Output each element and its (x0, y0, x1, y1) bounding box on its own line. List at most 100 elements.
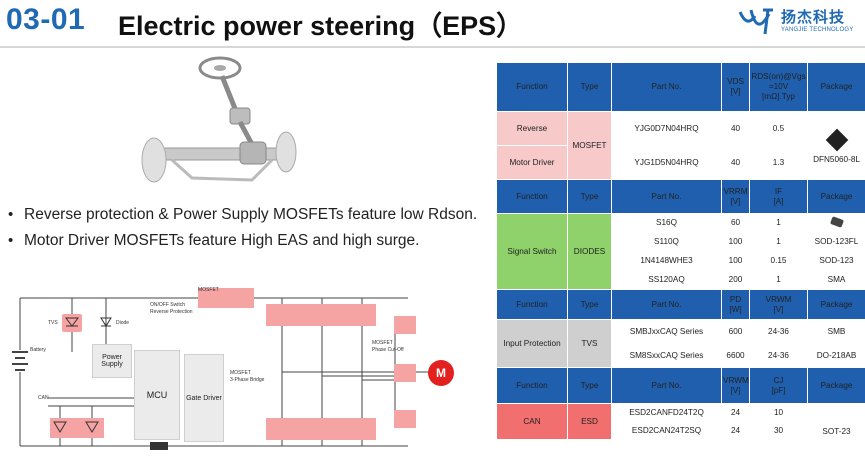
package-cell: DO-218AB (807, 343, 865, 368)
bridge-3phase-label: 3-Phase Bridge (230, 377, 265, 383)
package-cell: SMB (807, 319, 865, 344)
phase-cutoff-highlight (394, 410, 416, 428)
feature-bullets: Reverse protection & Power Supply MOSFET… (6, 202, 486, 254)
header-part-no: Part No. (611, 62, 722, 112)
part-cell: SM8SxxCAQ Series (611, 343, 722, 368)
header-function: Function (496, 289, 568, 320)
type-cell: ESD (567, 403, 612, 440)
part-cell: SS120AQ (611, 270, 722, 290)
rds-unit: [mΩ].Typ (762, 92, 795, 101)
header-part-no: Part No. (611, 367, 722, 404)
diode-icon (100, 317, 112, 327)
package-cell: SOD-123 (807, 251, 865, 271)
vds-unit: [V] (730, 87, 741, 96)
table-row: S110Q 100 1 SOD-123FL (497, 232, 865, 252)
function-cell: Input Protection (496, 319, 568, 368)
value-cell: 24-36 (749, 343, 808, 368)
header-package: Package (807, 367, 865, 404)
bridge-high-side-highlight (266, 304, 376, 326)
pd-unit: [W] (729, 304, 742, 314)
header-part-no: Part No. (611, 289, 722, 320)
tvs-label: TVS (48, 320, 58, 326)
logo-text-en: YANGJIE TECHNOLOGY (781, 27, 854, 33)
table-row: SM8SxxCAQ Series 6600 24-36 DO-218AB (497, 343, 865, 368)
table-header-row: Function Type Part No. VRWM[V] CJ[pF] Pa… (496, 367, 865, 404)
cj-label: CJ (773, 375, 784, 385)
header-function: Function (496, 62, 568, 112)
table-row: Input Protection TVS SMBJxxCAQ Series 60… (496, 319, 865, 368)
mosfet-cutoff-label: MOSFET (372, 340, 393, 346)
diode-label: Diode (116, 320, 130, 326)
bullet-item: Reverse protection & Power Supply MOSFET… (6, 202, 486, 228)
package-cell: SMA (807, 270, 865, 290)
type-cell: MOSFET (567, 111, 612, 180)
value-cell: 24 (721, 421, 750, 440)
vrwm-unit: [V] (773, 304, 784, 314)
vrwm-unit: [V] (730, 385, 741, 395)
dfn-package-icon (825, 128, 848, 151)
tvs-diode-icon (65, 317, 79, 327)
value-cell: 40 (721, 145, 750, 180)
table-row: CAN ESD ESD2CANFD24T2Q 24 10 SOT-23 (496, 403, 865, 440)
part-cell: YJG0D7N04HRQ (611, 111, 722, 146)
steering-system-illustration (141, 56, 297, 183)
header-vrwm: VRWM[V] (749, 289, 808, 320)
table-row: ESD2CAN24T2SQ 24 30 (497, 421, 865, 440)
logo-text-cn: 扬杰科技 (781, 9, 846, 26)
if-unit: [A] (773, 196, 784, 206)
bridge-low-side-highlight (266, 418, 376, 440)
package-cell: DFN5060-8L (807, 111, 865, 180)
value-cell: 1.3 (749, 145, 808, 180)
part-cell: SMBJxxCAQ Series (611, 319, 722, 344)
table-row: Signal Switch DIODES S16Q 60 1 (496, 213, 865, 290)
motor-icon: M (428, 360, 454, 386)
circuit-diagram: TVS Diode MOSFET ON/OFF Switch Reverse P… (0, 287, 470, 464)
header-vrrm: VRRM[V] (721, 179, 750, 214)
value-cell: 10 (749, 403, 808, 422)
value-cell: 100 (721, 251, 750, 271)
logo-mark-icon (738, 8, 773, 35)
vrwm-label: VRWM (723, 375, 749, 385)
part-cell: ESD2CANFD24T2Q (611, 403, 722, 422)
value-cell: 40 (721, 111, 750, 146)
part-cell: S110Q (611, 232, 722, 252)
gate-driver-block: Gate Driver (184, 354, 224, 442)
cj-unit: [pF] (771, 385, 786, 395)
value-cell: 600 (721, 319, 750, 344)
header-type: Type (567, 62, 612, 112)
phase-cutoff-highlight (394, 364, 416, 382)
package-name: DFN5060-8L (813, 154, 860, 164)
package-cell: SOT-23 (807, 403, 865, 440)
header-rds: RDS(on)@Vgs =10V[mΩ].Typ (749, 62, 808, 112)
value-cell: 1 (749, 270, 808, 290)
value-cell: 1 (749, 232, 808, 252)
can-label: CAN (38, 395, 49, 401)
function-cell: Signal Switch (496, 213, 568, 290)
table-header-row: Function Type Part No. VRRM[V] IF[A] Pac… (496, 179, 865, 214)
section-number: 03-01 (6, 3, 86, 36)
value-cell: 1 (749, 213, 808, 233)
onoff-switch-label: ON/OFF Switch (150, 302, 186, 308)
vds-label: VDS (727, 77, 744, 86)
mcu-block: MCU (134, 350, 180, 440)
table-row: Reverse MOSFET YJG0D7N04HRQ 40 0.5 DFN50… (496, 111, 865, 180)
header-type: Type (567, 289, 612, 320)
value-cell: 200 (721, 270, 750, 290)
part-cell: 1N4148WHE3 (611, 251, 722, 271)
mosfet-top-label: MOSFET (198, 287, 219, 293)
header-package: Package (807, 62, 865, 112)
part-cell: YJG1D5N04HRQ (611, 145, 722, 180)
value-cell: 24 (721, 403, 750, 422)
value-cell: 0.5 (749, 111, 808, 146)
pd-label: PD (729, 294, 742, 304)
header-vds: VDS[V] (721, 62, 750, 112)
bullet-item: Motor Driver MOSFETs feature High EAS an… (6, 228, 486, 254)
slide-title: Electric power steering（EPS） (118, 11, 524, 41)
header-type: Type (567, 367, 612, 404)
value-cell: 0.15 (749, 251, 808, 271)
header-type: Type (567, 179, 612, 214)
type-cell: TVS (567, 319, 612, 368)
header-if: IF[A] (749, 179, 808, 214)
reverse-protection-mosfet-highlight (198, 288, 254, 308)
table-header-row: Function Type Part No. VDS[V] RDS(on)@Vg… (496, 62, 865, 112)
